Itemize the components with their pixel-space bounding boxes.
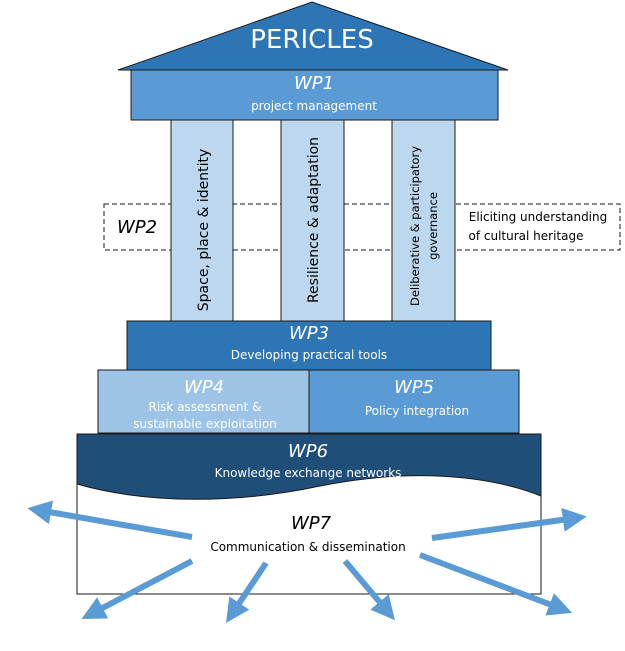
wp5-label: Policy integration (365, 404, 469, 418)
wp6-code: WP6 (288, 441, 328, 462)
wp3-label: Developing practical tools (231, 348, 387, 362)
pillar-resilience-label: Resilience & adaptation (306, 137, 322, 303)
wp2-note-line2: of cultural heritage (469, 229, 584, 243)
wp5-block (308, 369, 520, 434)
arrow-lower-far-right (418, 552, 573, 616)
arrow-lower-right (342, 559, 395, 621)
wp2-band (103, 203, 621, 251)
pillar-governance-label-line2: governance (426, 192, 440, 260)
wp4-label-line1: Risk assessment & (149, 400, 262, 414)
wp3-code: WP3 (289, 323, 329, 344)
wp1-code: WP1 (294, 73, 334, 94)
arrow-lower-far-left (81, 558, 194, 620)
wp1-block (130, 69, 499, 121)
roof-title: PERICLES (250, 25, 373, 55)
pillar-space (170, 119, 234, 322)
wp7-label: Communication & dissemination (210, 540, 405, 554)
arrow-lower-left (226, 561, 269, 623)
pillar-governance (391, 119, 456, 322)
pillar-governance-label-line1: Deliberative & participatory (408, 146, 422, 306)
pillar-resilience (280, 119, 345, 322)
wp7-code: WP7 (291, 513, 332, 534)
wp3-block (126, 320, 492, 371)
wp2-note-line1: Eliciting understanding (469, 210, 608, 224)
wp1-label: project management (251, 99, 377, 113)
arrow-upper-right (431, 507, 587, 541)
wp4-code: WP4 (184, 377, 224, 398)
wp4-block (97, 369, 310, 434)
wp6-block (76, 433, 542, 500)
wp6-label: Knowledge exchange networks (215, 466, 402, 480)
wp2-code: WP2 (117, 217, 157, 238)
wp4-label-line2: sustainable exploitation (133, 417, 277, 431)
pillar-space-label: Space, place & identity (196, 149, 212, 311)
wp5-code: WP5 (394, 377, 434, 398)
arrow-upper-left (27, 500, 193, 540)
